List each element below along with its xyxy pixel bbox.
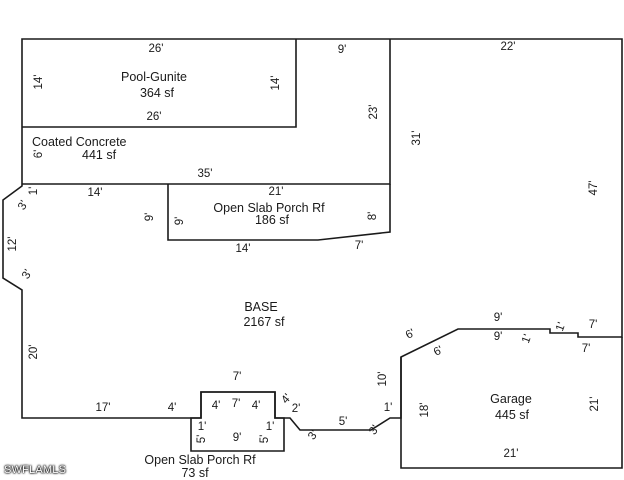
room-labels: Pool-Gunite 364 sf Coated Concrete 441 s… xyxy=(32,70,532,480)
garage-area: 445 sf xyxy=(495,408,530,422)
dim-porch-bottom: 14' xyxy=(236,243,251,255)
dim-concrete-left: 6' xyxy=(33,150,45,159)
dim-porch-left-inner: 9' xyxy=(174,217,186,226)
dim-small-4b: 4' xyxy=(252,400,261,412)
dim-seventeen: 17' xyxy=(96,402,111,414)
main-outline xyxy=(2,38,623,431)
dim-small-1a: 1' xyxy=(198,421,207,433)
dim-base-top-left: 14' xyxy=(88,187,103,199)
dim-small-9: 9' xyxy=(233,432,242,444)
bottom-porch-outline xyxy=(190,391,285,452)
dim-porch-diag: 7' xyxy=(355,240,364,252)
base-area: 2167 sf xyxy=(243,315,285,329)
dim-concrete-bottom: 35' xyxy=(198,168,213,180)
dim-bottom-4a: 4' xyxy=(168,402,177,414)
dim-pool-top: 26' xyxy=(149,43,164,55)
dim-garage-diag-inner: 6' xyxy=(432,344,445,359)
dim-inner-right: 31' xyxy=(411,131,423,146)
dim-bump-top: 3' xyxy=(16,199,31,212)
garage-outline xyxy=(400,337,623,469)
dimension-labels: 26' 26' 9' 22' 35' 14' 21' 14' 7' 9' 9' … xyxy=(88,41,598,460)
walls xyxy=(2,38,623,469)
dim-small-1b: 1' xyxy=(266,421,275,433)
top-porch-area: 186 sf xyxy=(255,213,290,227)
dim-one-right: 1' xyxy=(384,402,393,414)
dim-porch-top-width: 21' xyxy=(269,186,284,198)
dim-ten: 10' xyxy=(377,372,389,387)
dim-seven: 7' xyxy=(233,371,242,383)
dim-garage-right-top: 7' xyxy=(589,319,598,331)
dim-pool-bottom: 26' xyxy=(147,111,162,123)
dim-right-side: 47' xyxy=(588,181,600,196)
dim-garage-right-top-inner: 7' xyxy=(582,343,591,355)
dim-pool-left: 14' xyxy=(33,75,45,90)
dim-left-20: 20' xyxy=(28,345,40,360)
dim-garage-top: 9' xyxy=(494,312,503,324)
dim-left-12: 12' xyxy=(7,237,19,252)
bottom-porch-area: 73 sf xyxy=(181,466,209,480)
dim-bump-one: 1' xyxy=(28,187,40,196)
dim-strip-side: 23' xyxy=(368,105,380,120)
dim-porch-left-outer: 9' xyxy=(144,213,156,222)
concrete-area: 441 sf xyxy=(82,148,117,162)
pool-area: 364 sf xyxy=(140,86,175,100)
watermark-logo: SWFLAMLS xyxy=(4,464,67,476)
garage-name: Garage xyxy=(490,392,532,406)
dim-garage-right: 21' xyxy=(589,397,601,412)
dim-pool-right: 14' xyxy=(270,76,282,91)
rotated-dimension-labels: 14' 14' 23' 31' 47' 6' 3' 1' 12' 3' 20' … xyxy=(7,75,601,444)
dim-left-3: 3' xyxy=(20,268,35,281)
pool-outline xyxy=(22,39,297,128)
dim-dash-5: 5' xyxy=(339,416,348,428)
dim-small-5a: 5' xyxy=(196,435,208,444)
dim-garage-bottom: 21' xyxy=(504,448,519,460)
strip-outline xyxy=(22,39,391,185)
dim-strip-top: 9' xyxy=(338,44,347,56)
pool-name: Pool-Gunite xyxy=(121,70,187,84)
dim-garage-diag: 6' xyxy=(404,327,417,342)
dim-garage-step1: 1' xyxy=(554,321,568,333)
dim-garage-left: 18' xyxy=(419,403,431,418)
dim-small-5b: 5' xyxy=(259,435,271,444)
base-name: BASE xyxy=(244,300,277,314)
dim-small-4a: 4' xyxy=(212,400,221,412)
dim-garage-step1-inner: 1' xyxy=(520,333,534,345)
dim-porch-right: 8' xyxy=(367,212,379,221)
bottom-porch-name: Open Slab Porch Rf xyxy=(144,453,256,467)
dim-garage-top-inner: 9' xyxy=(494,331,503,343)
dim-small-2: 2' xyxy=(292,403,301,415)
concrete-name: Coated Concrete xyxy=(32,135,127,149)
dim-top-right: 22' xyxy=(501,41,516,53)
top-porch-outline xyxy=(167,184,391,241)
top-porch-name: Open Slab Porch Rf xyxy=(213,201,325,215)
dim-small-7: 7' xyxy=(232,398,241,410)
